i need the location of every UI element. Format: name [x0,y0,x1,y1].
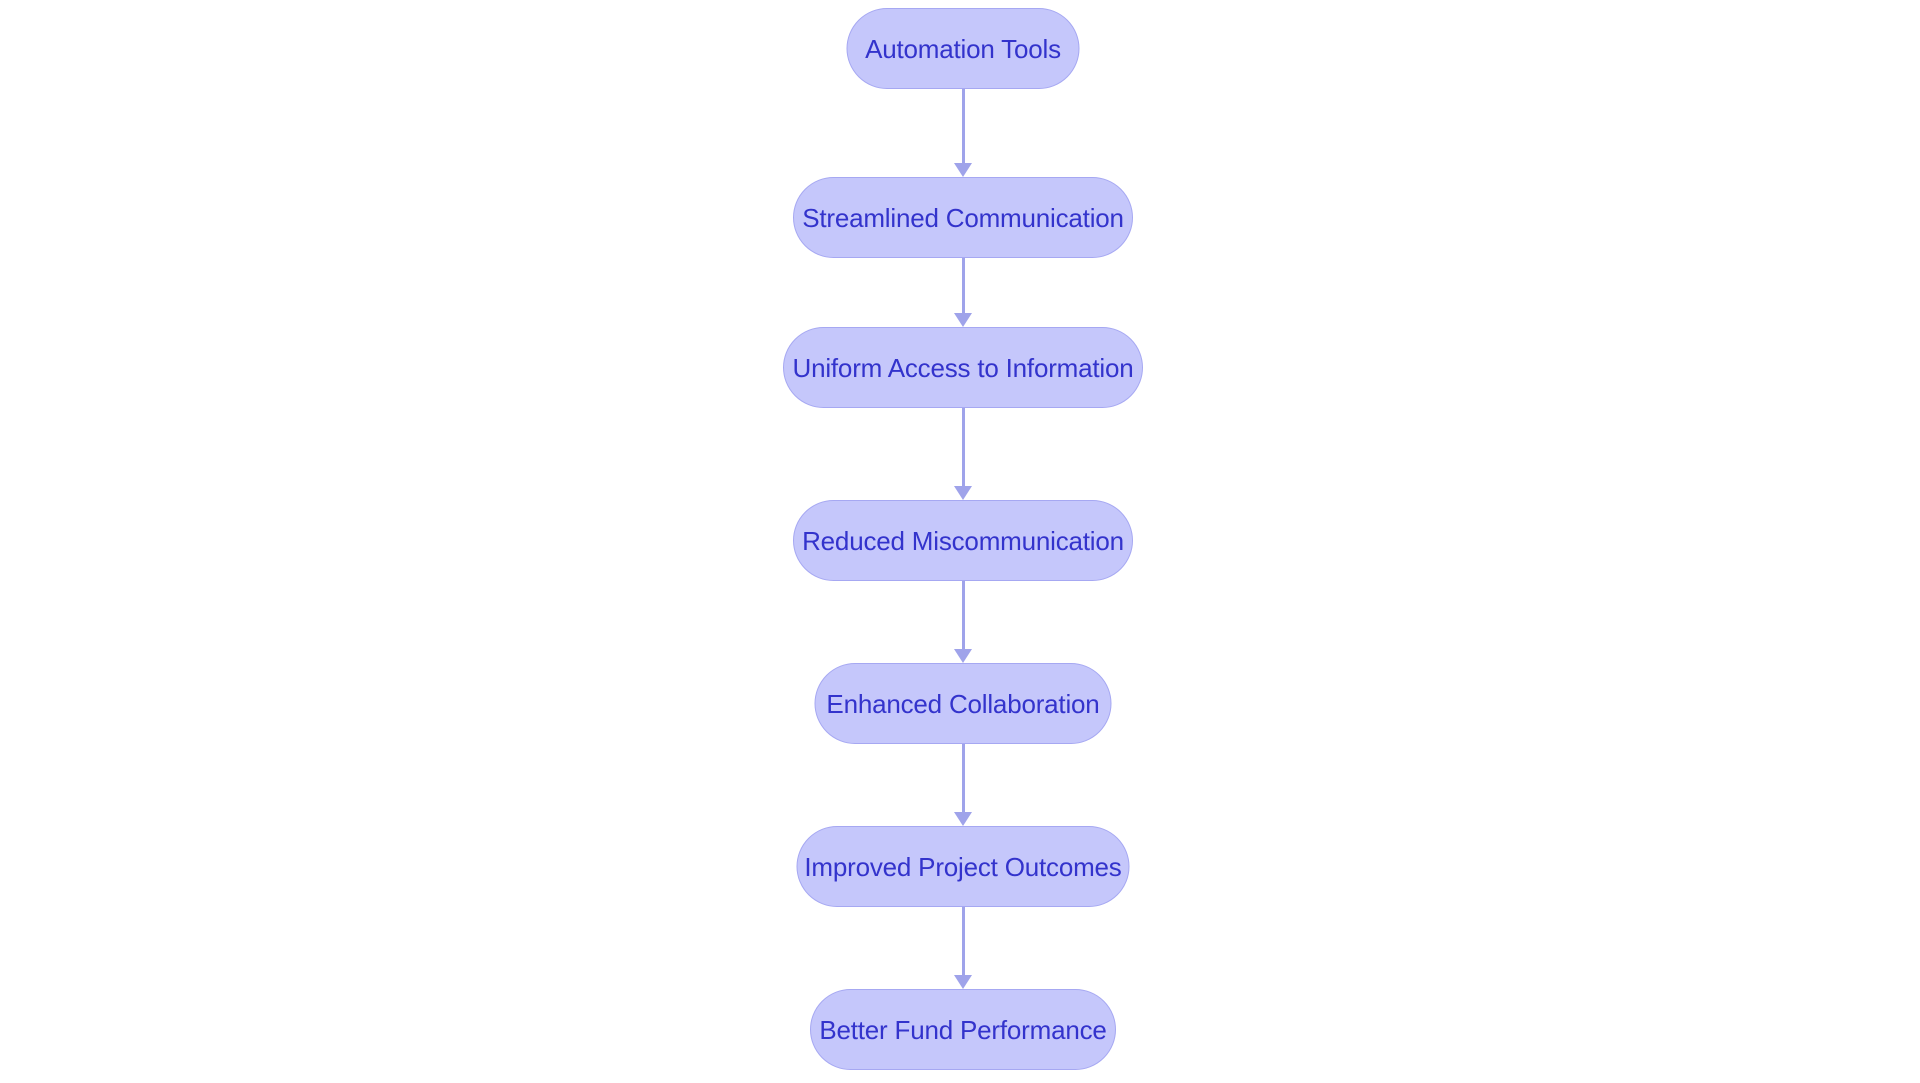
arrowhead-icon [954,975,972,989]
arrowhead-icon [954,486,972,500]
arrowhead-icon [954,812,972,826]
flow-node-streamlined-communication[interactable]: Streamlined Communication [793,177,1133,258]
edge-line [961,581,965,650]
arrowhead-icon [954,163,972,177]
flow-edge-5 [950,744,976,826]
edge-line [961,907,965,976]
node-label: Reduced Miscommunication [802,525,1124,556]
flow-edge-2 [950,258,976,327]
flow-node-automation-tools[interactable]: Automation Tools [846,8,1080,89]
flow-edge-1 [950,89,976,177]
flow-node-reduced-miscommunication[interactable]: Reduced Miscommunication [793,500,1133,581]
arrowhead-icon [954,313,972,327]
flow-edge-3 [950,408,976,500]
flow-node-better-fund-performance[interactable]: Better Fund Performance [810,989,1116,1070]
edge-line [961,744,965,813]
node-label: Uniform Access to Information [792,352,1134,383]
node-label: Improved Project Outcomes [804,851,1122,882]
node-label: Streamlined Communication [802,202,1124,233]
node-label: Better Fund Performance [819,1014,1107,1045]
edge-line [961,258,965,314]
flow-node-enhanced-collaboration[interactable]: Enhanced Collaboration [814,663,1112,744]
edge-line [961,408,965,487]
flow-edge-4 [950,581,976,663]
node-label: Automation Tools [865,33,1061,64]
arrowhead-icon [954,649,972,663]
flow-node-uniform-access-to-information[interactable]: Uniform Access to Information [783,327,1143,408]
node-label: Enhanced Collaboration [826,688,1100,719]
flow-edge-6 [950,907,976,989]
flow-node-improved-project-outcomes[interactable]: Improved Project Outcomes [796,826,1130,907]
edge-line [961,89,965,164]
